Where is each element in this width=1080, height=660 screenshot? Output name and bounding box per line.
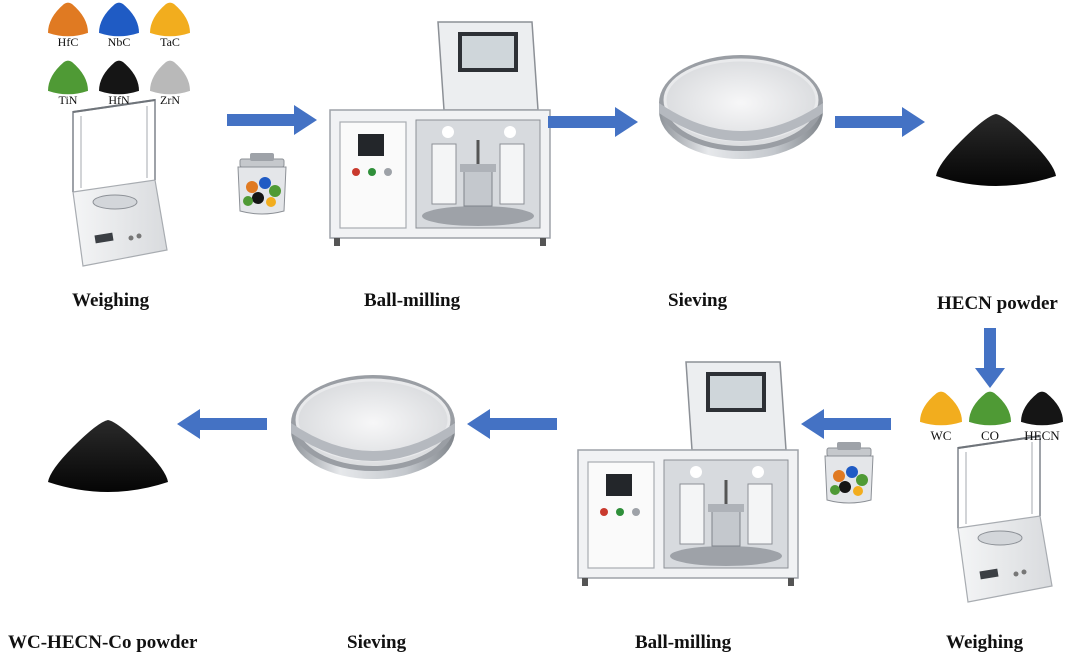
material-label-nbc: NbC (107, 35, 131, 49)
ball-mill-icon (328, 20, 552, 248)
powder-pile-icon (936, 114, 1056, 186)
material-blob-co (969, 391, 1011, 426)
arrow-left-1 (801, 409, 891, 439)
milling-jar-icon (237, 152, 287, 215)
arrow-left-3 (177, 409, 267, 439)
material-label-hfn: HfN (108, 93, 130, 107)
material-label-hecn: HECN (1024, 428, 1060, 443)
material-blob-nbc (99, 2, 139, 37)
step-label-hecn-powder: HECN powder (937, 293, 1058, 314)
material-label-tac: TaC (160, 35, 180, 49)
arrow-down (975, 328, 1005, 388)
material-blob-hecn (1021, 391, 1063, 426)
sieve-icon (657, 53, 825, 161)
balance-icon (72, 99, 168, 267)
step-label-wc-hecn-co-powder: WC-HECN-Co powder (8, 632, 198, 653)
step-label-ball-milling-2: Ball-milling (635, 632, 732, 653)
material-blob-hfc (48, 2, 88, 37)
step-label-sieving-2: Sieving (347, 632, 407, 653)
material-label-co: CO (980, 428, 1000, 443)
arrow-right-3 (835, 107, 925, 137)
powder-pile-icon-2 (48, 420, 168, 492)
material-blob-wc (920, 391, 962, 426)
arrow-right-2 (548, 107, 638, 137)
material-label-hfc: HfC (57, 35, 79, 49)
material-blob-tin (48, 60, 88, 95)
milling-jar-icon-2 (824, 441, 874, 504)
material-blob-hfn (99, 60, 139, 95)
material-blob-tac (150, 2, 190, 37)
material-label-wc: WC (930, 428, 952, 443)
step-label-ball-milling: Ball-milling (364, 290, 461, 311)
step-label-weighing-2: Weighing (946, 632, 1024, 653)
ball-mill-icon-2 (576, 360, 800, 588)
arrow-right-1 (227, 105, 317, 135)
material-label-zrn: ZrN (160, 93, 180, 107)
step-label-sieving: Sieving (668, 290, 728, 311)
material-blob-zrn (150, 60, 190, 95)
arrow-left-2 (467, 409, 557, 439)
step-label-weighing: Weighing (72, 290, 150, 311)
sieve-icon-2 (289, 373, 457, 481)
material-label-tin: TiN (58, 93, 78, 107)
balance-icon-2 (957, 435, 1053, 603)
